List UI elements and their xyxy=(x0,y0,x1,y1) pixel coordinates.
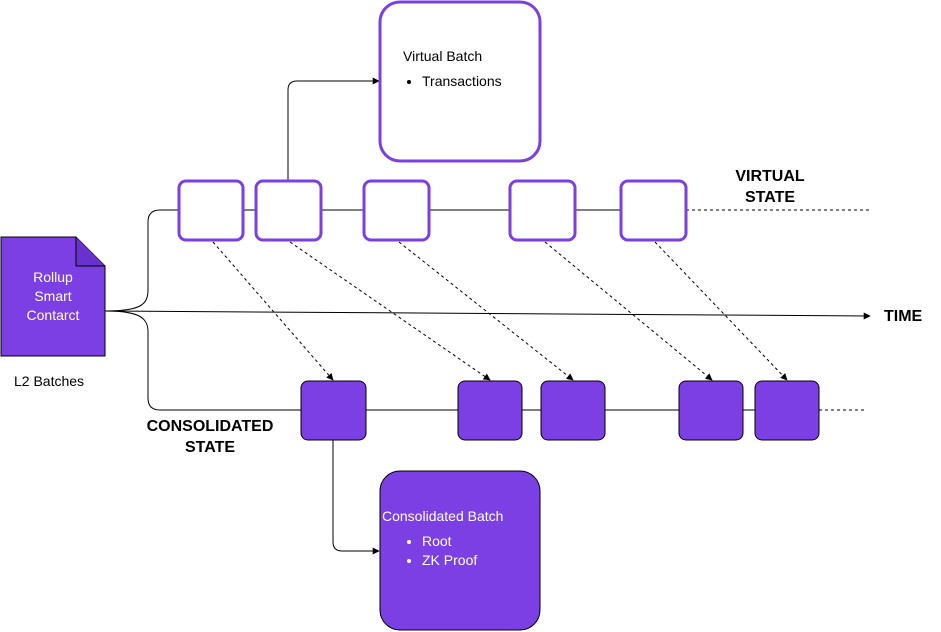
consolidated-batch-node xyxy=(754,380,820,441)
document-fold xyxy=(75,237,105,267)
rollup-contract-label-line: Smart xyxy=(34,288,72,304)
consolidated-detail-connector xyxy=(332,440,380,555)
rollup-contract-label-line: Contarct xyxy=(26,307,80,323)
consolidated-batch-detail-box xyxy=(379,470,541,631)
virtual-state-label-line: STATE xyxy=(744,189,796,206)
consolidated-state-label-line: STATE xyxy=(184,439,236,456)
virtual-batch-node xyxy=(508,179,577,242)
consolidated-branch-connector xyxy=(104,310,301,411)
consolidated-batch-title: Consolidated Batch xyxy=(382,508,504,524)
virtual-batch-detail: Virtual Batch Transactions xyxy=(403,47,538,91)
virtual-batch-node xyxy=(254,179,323,242)
virtual-batch-node xyxy=(177,179,245,242)
consolidation-arrow-2 xyxy=(289,241,491,381)
virtual-batch-items: Transactions xyxy=(403,72,538,91)
consolidated-batch-item: Root xyxy=(422,532,538,551)
consolidated-batch-node xyxy=(678,380,744,441)
consolidated-batch-node xyxy=(457,380,523,441)
consolidated-state-label-line: CONSOLIDATED xyxy=(146,418,274,435)
virtual-batch-node xyxy=(362,179,431,242)
rollup-contract-label-line: Rollup xyxy=(33,269,73,285)
consolidated-batch-items: Root ZK Proof xyxy=(382,532,538,570)
virtual-batch-title: Virtual Batch xyxy=(403,48,483,64)
consolidation-arrow-3 xyxy=(398,241,574,381)
consolidation-arrow-5 xyxy=(654,241,788,381)
consolidated-state-label: CONSOLIDATED STATE xyxy=(136,416,284,458)
virtual-state-label-line: VIRTUAL xyxy=(735,168,805,185)
consolidated-batch-detail: Consolidated Batch Root ZK Proof xyxy=(382,507,538,570)
virtual-branch-connector xyxy=(104,209,178,312)
consolidation-arrow-4 xyxy=(544,241,713,381)
virtual-detail-connector xyxy=(287,77,380,180)
consolidated-batch-node xyxy=(540,380,606,441)
consolidation-arrow-1 xyxy=(212,241,334,381)
consolidated-batches xyxy=(300,380,820,441)
l2-batches-caption: L2 Batches xyxy=(14,373,85,389)
virtual-batches xyxy=(177,179,688,242)
consolidated-batch-item: ZK Proof xyxy=(422,551,538,570)
time-axis-label: TIME xyxy=(884,308,923,325)
virtual-batch-detail-box xyxy=(378,0,542,163)
time-axis-arrow xyxy=(104,310,871,320)
rollup-contract-document xyxy=(0,236,106,357)
rollup-contract-label: Rollup Smart Contarct xyxy=(1,268,105,325)
consolidated-batch-node xyxy=(300,380,367,441)
batch-consolidation-arrows xyxy=(212,241,788,381)
virtual-batch-node xyxy=(619,179,688,242)
virtual-batch-item: Transactions xyxy=(422,72,538,91)
virtual-state-label: VIRTUAL STATE xyxy=(711,166,829,208)
